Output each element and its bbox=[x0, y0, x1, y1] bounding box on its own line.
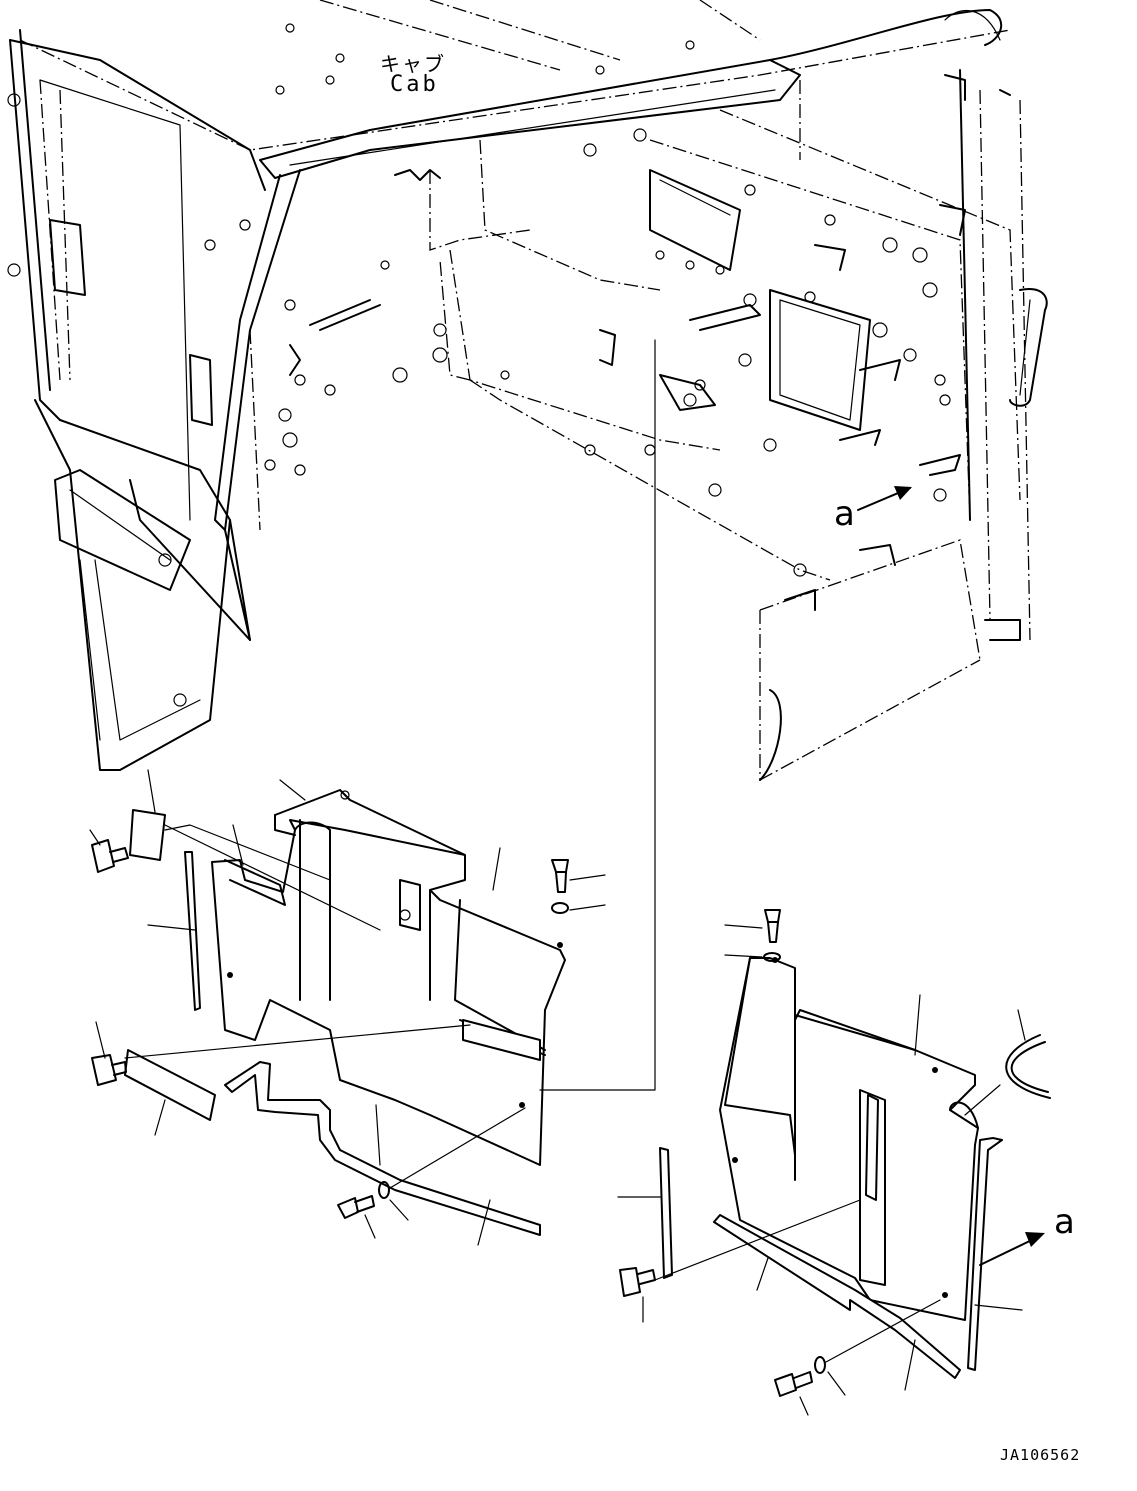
right-cover-assembly bbox=[617, 909, 1051, 1416]
reference-line bbox=[539, 339, 656, 1091]
drawing-code: JA106562 bbox=[1000, 1446, 1081, 1464]
view-reference-lower: a bbox=[1054, 1202, 1075, 1242]
view-reference-upper: a bbox=[834, 494, 855, 534]
cab-frame bbox=[7, 0, 1048, 781]
left-cover-assembly bbox=[89, 769, 606, 1246]
cab-label-japanese: キャブ bbox=[380, 52, 446, 76]
cab-label-english: Cab bbox=[390, 72, 439, 97]
